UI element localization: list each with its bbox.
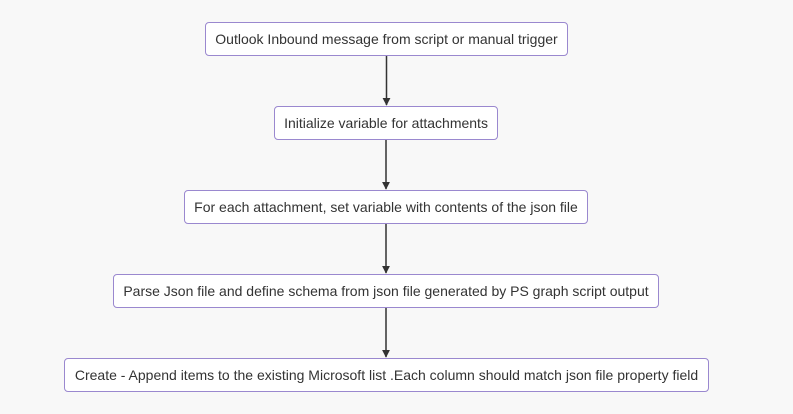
flowchart-node-for-each-attachment[interactable]: For each attachment, set variable with c… <box>184 190 588 224</box>
flowchart-node-parse-json[interactable]: Parse Json file and define schema from j… <box>113 274 659 308</box>
flowchart-node-initialize-variable[interactable]: Initialize variable for attachments <box>274 106 498 140</box>
flowchart-node-outlook-trigger[interactable]: Outlook Inbound message from script or m… <box>205 22 568 56</box>
flowchart-node-create-append-items[interactable]: Create - Append items to the existing Mi… <box>64 358 709 392</box>
